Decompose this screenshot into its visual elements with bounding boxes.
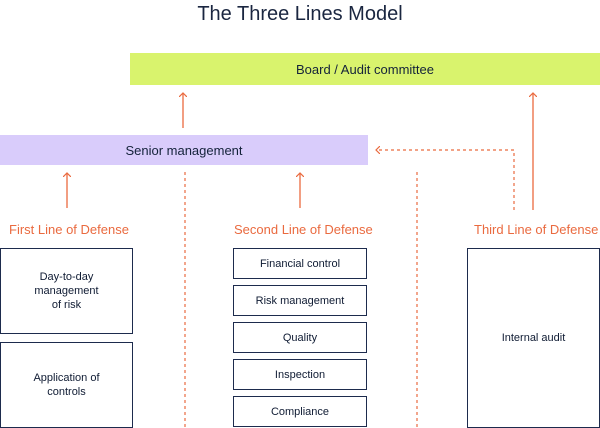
second-line-heading: Second Line of Defense <box>234 222 373 237</box>
second-line-item-3: Quality <box>233 322 367 353</box>
board-audit-committee-box: Board / Audit committee <box>130 53 600 85</box>
second-line-item-1: Financial control <box>233 248 367 279</box>
first-line-item-1: Day-to-day management of risk <box>0 248 133 334</box>
first-line-heading: First Line of Defense <box>9 222 129 237</box>
diagram-title: The Three Lines Model <box>197 3 403 25</box>
third-line-heading: Third Line of Defense <box>474 222 599 237</box>
third-line-item-1: Internal audit <box>467 248 600 428</box>
second-line-item-5: Compliance <box>233 396 367 427</box>
dashed-arrow-third-to-senior <box>376 150 515 210</box>
first-line-item-2: Application of controls <box>0 342 133 428</box>
second-line-item-2: Risk management <box>233 285 367 316</box>
second-line-item-4: Inspection <box>233 359 367 390</box>
senior-management-box: Senior management <box>0 135 368 165</box>
